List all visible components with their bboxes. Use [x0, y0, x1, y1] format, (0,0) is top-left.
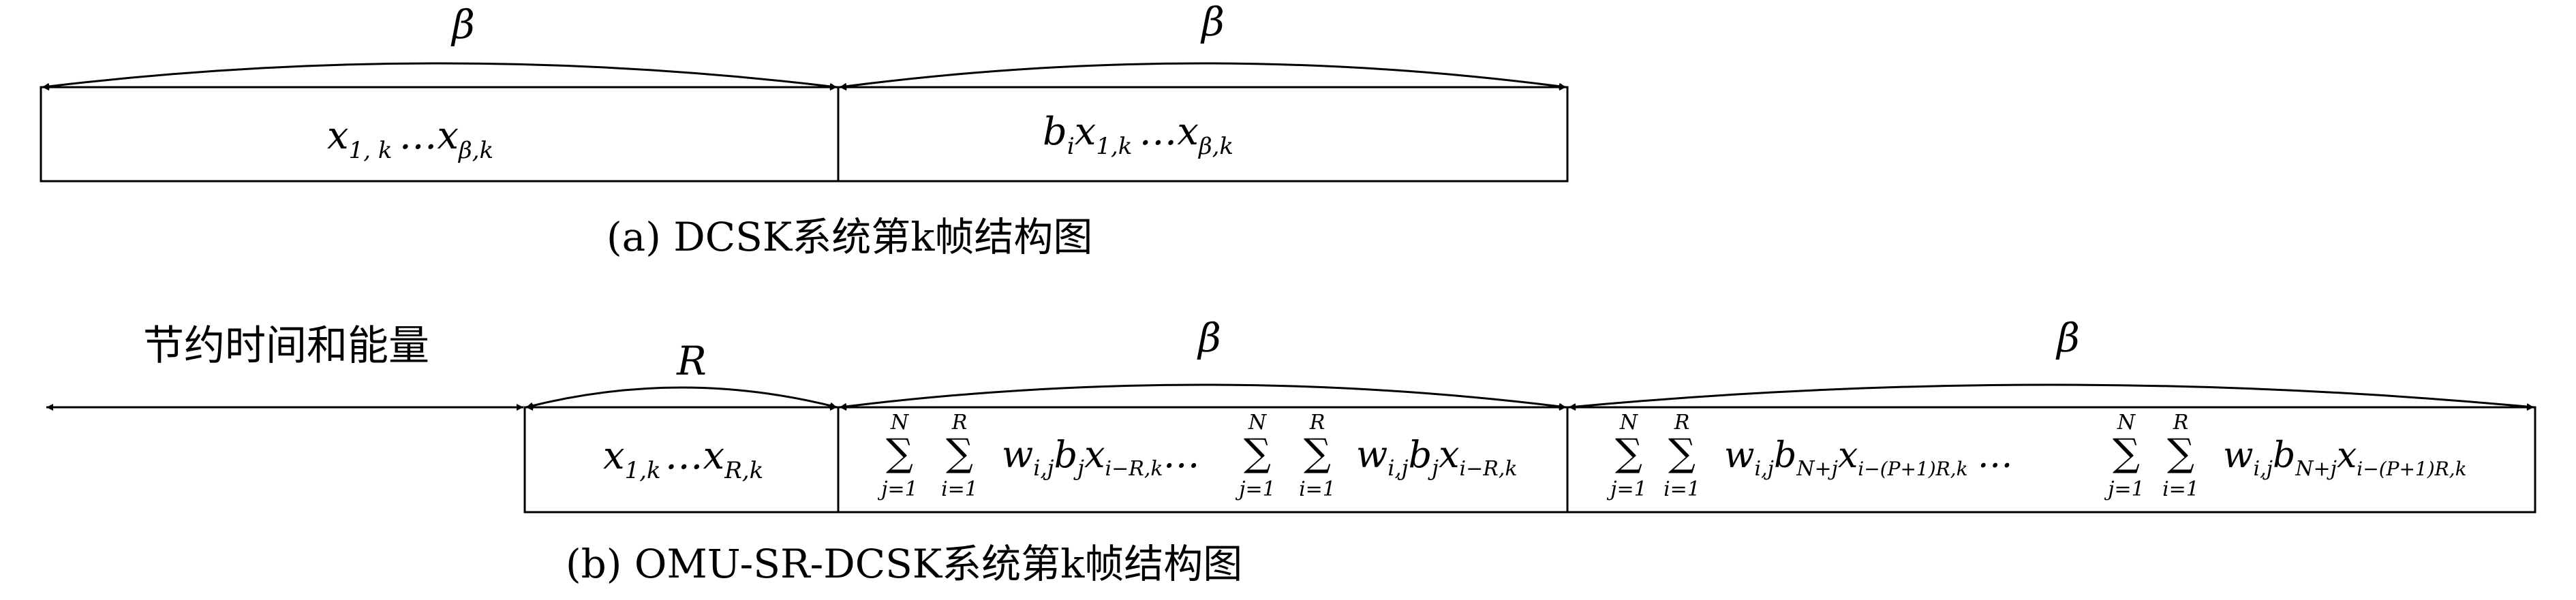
svg-text:N: N: [1248, 411, 1268, 435]
double-sum-4: N ∑ j=1 R ∑ i=1: [2104, 411, 2199, 501]
figure-a: β β x1, k…xβ,k bix1,k…xβ,k (a) DCSK系统第k帧…: [40, 0, 1569, 260]
double-sum-2: N ∑ j=1 R ∑ i=1: [1235, 411, 1336, 501]
double-sum-3: N ∑ j=1 R ∑ i=1: [1606, 411, 1700, 501]
segment-a1-formula: x1, k…xβ,k: [327, 114, 493, 164]
figure-b: 节约时间和能量 R β β x1,k…xR,k N ∑ j=1 R ∑: [46, 315, 2536, 587]
svg-text:∑: ∑: [2113, 431, 2140, 475]
segment-b2-formula: N ∑ j=1 R ∑ i=1 wi,jbjxi−R,k… N ∑ j=1 R …: [877, 411, 1517, 501]
omu-information-segment-1: [837, 406, 1569, 514]
span-arc-a2: [839, 62, 1567, 90]
omu-reference-segment: [523, 406, 840, 514]
svg-text:R: R: [1674, 411, 1690, 435]
svg-text:j=1: j=1: [1606, 477, 1647, 501]
svg-text:R: R: [1309, 411, 1325, 435]
term-b2-a: wi,jbjxi−R,k…: [1002, 433, 1200, 481]
dcsk-reference-segment: [40, 86, 840, 183]
span-arc-a1: [42, 62, 838, 90]
term-b3-a: wi,jbN+jxi−(P+1)R,k…: [1724, 435, 2013, 481]
segment-b3-formula: N ∑ j=1 R ∑ i=1 wi,jbN+jxi−(P+1)R,k… N ∑…: [1606, 411, 2466, 501]
span-label-R: R: [676, 338, 707, 384]
term-b2-b: wi,jbjxi−R,k: [1356, 433, 1518, 481]
figure-a-caption: (a) DCSK系统第k帧结构图: [607, 214, 1092, 260]
svg-text:j=1: j=1: [1235, 477, 1276, 501]
svg-text:j=1: j=1: [2104, 477, 2145, 501]
svg-text:∑: ∑: [1668, 431, 1696, 475]
svg-text:∑: ∑: [946, 431, 973, 475]
svg-text:j=1: j=1: [877, 477, 918, 501]
svg-text:R: R: [951, 411, 968, 435]
span-label-beta-b3: β: [2055, 315, 2080, 361]
double-sum-1: N ∑ j=1 R ∑ i=1: [877, 411, 978, 501]
svg-text:∑: ∑: [2167, 431, 2194, 475]
svg-text:N: N: [1619, 411, 1639, 435]
svg-text:i=1: i=1: [941, 477, 978, 501]
segment-b1-formula: x1,k…xR,k: [603, 434, 763, 484]
svg-text:∑: ∑: [1244, 431, 1271, 475]
span-arc-b3: [1568, 383, 2534, 411]
svg-text:N: N: [2117, 411, 2136, 435]
figure-b-caption: (b) OMU-SR-DCSK系统第k帧结构图: [566, 541, 1242, 587]
span-arc-b2: [839, 383, 1567, 410]
svg-text:R: R: [2173, 411, 2189, 435]
span-arc-b1: [525, 386, 838, 409]
omu-information-segment-2: [1566, 406, 2536, 514]
svg-text:N: N: [890, 411, 910, 435]
svg-text:∑: ∑: [1615, 431, 1642, 475]
svg-text:i=1: i=1: [1299, 477, 1336, 501]
svg-text:∑: ∑: [886, 431, 913, 475]
term-b3-b: wi,jbN+jxi−(P+1)R,k: [2223, 435, 2467, 481]
saving-label: 节约时间和能量: [143, 322, 429, 370]
svg-text:∑: ∑: [1304, 431, 1331, 475]
span-label-beta-a1: β: [450, 1, 475, 48]
svg-text:i=1: i=1: [2162, 477, 2199, 501]
svg-text:i=1: i=1: [1663, 477, 1700, 501]
span-label-beta-a2: β: [1200, 0, 1225, 45]
segment-a2-formula: bix1,k…xβ,k: [1043, 110, 1233, 160]
dcsk-information-segment: [837, 86, 1569, 183]
span-label-beta-b2: β: [1197, 315, 1221, 361]
